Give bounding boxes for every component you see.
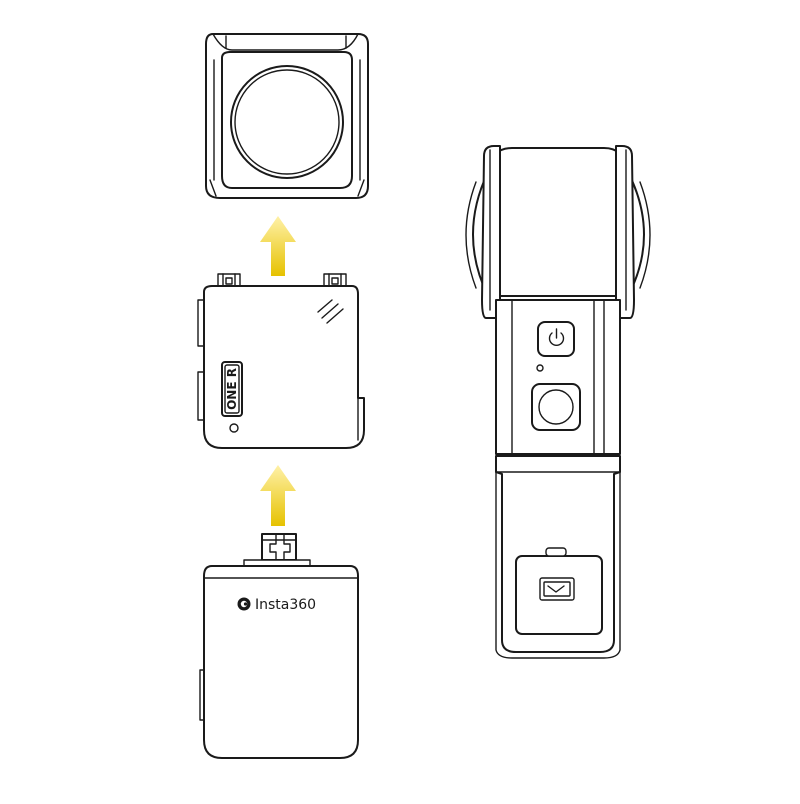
insta360-logo-icon — [237, 597, 251, 611]
battery-connector — [243, 533, 311, 569]
lens-module — [205, 33, 369, 199]
shutter-button — [531, 383, 581, 431]
upward-arrow-lower — [260, 465, 296, 526]
speaker-grille-icon — [317, 299, 344, 324]
assembled-camera — [465, 145, 651, 659]
brand-name: Insta360 — [255, 597, 316, 613]
lens-icon — [230, 65, 344, 179]
indicator-light-icon — [536, 364, 544, 372]
one-r-logo-text: ONE R — [225, 368, 239, 410]
power-icon — [537, 321, 575, 357]
usb-port-icon — [515, 547, 603, 635]
status-led-icon — [229, 423, 239, 433]
connector-tab-right — [323, 273, 347, 289]
upward-arrow-upper — [260, 216, 296, 276]
core-module: ONE R — [197, 273, 365, 449]
one-r-logo-badge — [221, 361, 243, 417]
battery-base: Insta360 — [199, 533, 359, 759]
